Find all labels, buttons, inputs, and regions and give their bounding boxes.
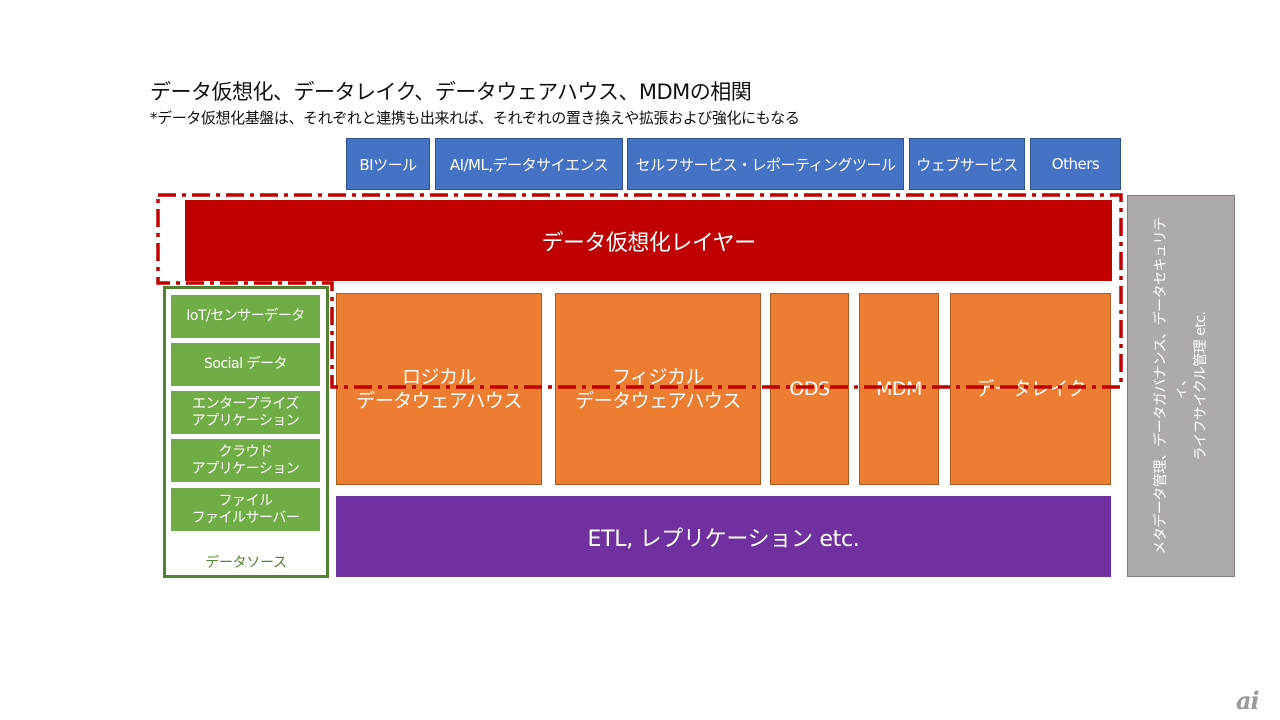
store-ods: ODS	[770, 293, 849, 485]
source-cloud-app: クラウド アプリケーション	[170, 438, 321, 483]
store-line-1: MDM	[876, 378, 922, 400]
governance-text: メタデータ管理、データガバナンス、データセキュリティ、 ライフサイクル管理 et…	[1151, 216, 1211, 556]
page-title: データ仮想化、データレイク、データウェアハウス、MDMの相関	[150, 80, 752, 104]
store-line-1: データレイク	[975, 378, 1086, 400]
source-enterprise-app: エンタープライズ アプリケーション	[170, 390, 321, 435]
source-social: Social データ	[170, 342, 321, 387]
page-subtitle: *データ仮想化基盤は、それぞれと連携も出来れば、それぞれの置き換えや拡張および強…	[150, 109, 800, 127]
logo: ai	[1236, 686, 1260, 715]
etl-replication-bar: ETL, レプリケーション etc.	[336, 496, 1111, 577]
store-physical-dwh: フィジカル データウェアハウス	[555, 293, 761, 485]
source-line-1: クラウド	[218, 443, 274, 460]
virtualization-layer: データ仮想化レイヤー	[185, 200, 1112, 281]
tool-ai-ml: AI/ML,データサイエンス	[435, 138, 623, 190]
store-data-lake: データレイク	[950, 293, 1111, 485]
tool-web-service: ウェブサービス	[909, 138, 1025, 190]
source-line-2: ファイルサーバー	[191, 509, 300, 526]
governance-box	[1127, 195, 1235, 577]
source-line-1: Social データ	[204, 356, 287, 372]
source-iot: IoT/センサーデータ	[170, 294, 321, 339]
governance-line-2: ライフサイクル管理 etc.	[1193, 311, 1209, 461]
store-line-1: フィジカル	[611, 366, 705, 388]
store-line-2: データウェアハウス	[356, 390, 522, 412]
store-line-2: データウェアハウス	[575, 390, 741, 412]
governance-line-1: メタデータ管理、データガバナンス、データセキュリティ、	[1153, 217, 1189, 555]
store-line-1: ロジカル	[401, 366, 477, 388]
tool-others: Others	[1030, 138, 1121, 190]
source-line-1: エンタープライズ	[192, 395, 299, 412]
tool-bi: BIツール	[346, 138, 430, 190]
data-source-label: データソース	[205, 555, 287, 571]
store-line-1: ODS	[789, 378, 830, 400]
store-mdm: MDM	[859, 293, 939, 485]
source-file: ファイル ファイルサーバー	[170, 487, 321, 532]
source-line-1: ファイル	[218, 492, 274, 509]
tool-self-service-reporting: セルフサービス・レポーティングツール	[627, 138, 904, 190]
source-line-1: IoT/センサーデータ	[186, 308, 305, 324]
source-line-2: アプリケーション	[191, 460, 300, 477]
source-line-2: アプリケーション	[191, 412, 300, 429]
store-logical-dwh: ロジカル データウェアハウス	[336, 293, 542, 485]
